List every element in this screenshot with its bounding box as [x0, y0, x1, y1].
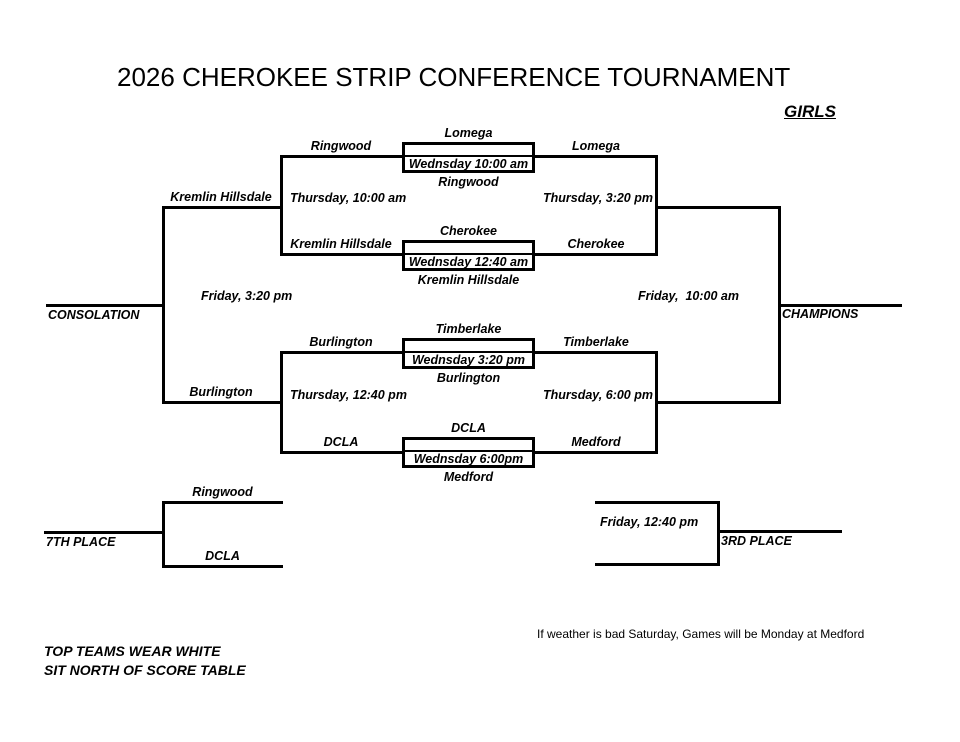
rule-note-1: TOP TEAMS WEAR WHITE [44, 643, 221, 659]
game1-loser-label: Ringwood [310, 139, 372, 153]
bracket-line [280, 351, 402, 354]
bracket-line [655, 155, 658, 256]
game3-divider-line [405, 351, 532, 353]
bracket-line [162, 565, 283, 568]
bracket-line [535, 253, 658, 256]
tournament-title: 2026 CHEROKEE STRIP CONFERENCE TOURNAMEN… [117, 62, 791, 92]
game1-bottom-team: Ringwood [438, 175, 499, 189]
bracket-line [162, 501, 283, 504]
bracket-line [655, 401, 781, 404]
game3-box: Wednsday 3:20 pm [402, 338, 535, 369]
championship-semi2-time: Thursday, 6:00 pm [543, 388, 653, 402]
game3-winner-label: Timberlake [563, 335, 629, 349]
bracket-line [280, 155, 283, 256]
seventh-place-label: 7TH PLACE [46, 535, 116, 549]
bracket-line [162, 206, 283, 209]
consolation-semi2-time: Thursday, 12:40 pm [290, 388, 407, 402]
game4-bottom-team: Medford [443, 470, 494, 484]
bracket-line [717, 501, 720, 566]
bracket-line [44, 531, 165, 534]
game2-winner-label: Cherokee [567, 237, 625, 251]
game3-bottom-team: Burlington [436, 371, 501, 385]
rule-note-2: SIT NORTH OF SCORE TABLE [44, 662, 246, 678]
game1-winner-label: Lomega [572, 139, 620, 153]
seventh-place-bottom-team: DCLA [205, 549, 240, 563]
championship-semi1-time: Thursday, 3:20 pm [543, 191, 653, 205]
bracket-line [535, 451, 658, 454]
game2-box: Wednsday 12:40 am [402, 240, 535, 271]
consolation-semi1-time: Thursday, 10:00 am [290, 191, 407, 205]
third-place-label: 3RD PLACE [721, 534, 792, 548]
consolation-label: CONSOLATION [48, 308, 140, 322]
division-label: GIRLS [784, 102, 836, 121]
weather-note: If weather is bad Saturday, Games will b… [537, 627, 865, 641]
game4-time: Wednsday 6:00pm [413, 452, 524, 466]
bracket-line [162, 401, 283, 404]
bracket-line [595, 563, 720, 566]
bracket-line [280, 155, 402, 158]
consolation-final-time: Friday, 3:20 pm [201, 289, 293, 303]
game2-loser-label: Kremlin Hillsdale [290, 237, 392, 251]
game1-time: Wednsday 10:00 am [408, 157, 529, 171]
consolation-semi2-winner: Burlington [189, 385, 253, 399]
seventh-place-top-team: Ringwood [192, 485, 253, 499]
bracket-line [535, 351, 658, 354]
bracket-line [655, 206, 781, 209]
game3-time: Wednsday 3:20 pm [411, 353, 525, 367]
game4-top-team: DCLA [451, 421, 486, 435]
champions-label: CHAMPIONS [782, 307, 859, 321]
bracket-line [46, 304, 165, 307]
bracket-line [280, 253, 402, 256]
bracket-line [595, 501, 720, 504]
third-place-time: Friday, 12:40 pm [600, 515, 699, 529]
bracket-line [535, 155, 658, 158]
game4-loser-label: DCLA [323, 435, 359, 449]
game4-divider-line [405, 450, 532, 452]
game2-top-team: Cherokee [440, 224, 497, 238]
game3-top-team: Timberlake [435, 322, 502, 336]
game4-box: Wednsday 6:00pm [402, 437, 535, 468]
game1-box: Wednsday 10:00 am [402, 142, 535, 173]
game3-loser-label: Burlington [309, 335, 373, 349]
bracket-line [717, 530, 842, 533]
bracket-line [162, 501, 165, 568]
consolation-semi1-winner: Kremlin Hillsdale [170, 190, 272, 204]
bracket-line [778, 304, 902, 307]
bracket-line [280, 451, 402, 454]
game2-bottom-team: Kremlin Hillsdale [417, 273, 520, 287]
game4-winner-label: Medford [571, 435, 621, 449]
game1-top-team: Lomega [444, 126, 493, 140]
game1-divider-line [405, 155, 532, 157]
game2-divider-line [405, 253, 532, 255]
game2-time: Wednsday 12:40 am [408, 255, 529, 269]
championship-final-time: Friday, 10:00 am [638, 289, 739, 303]
